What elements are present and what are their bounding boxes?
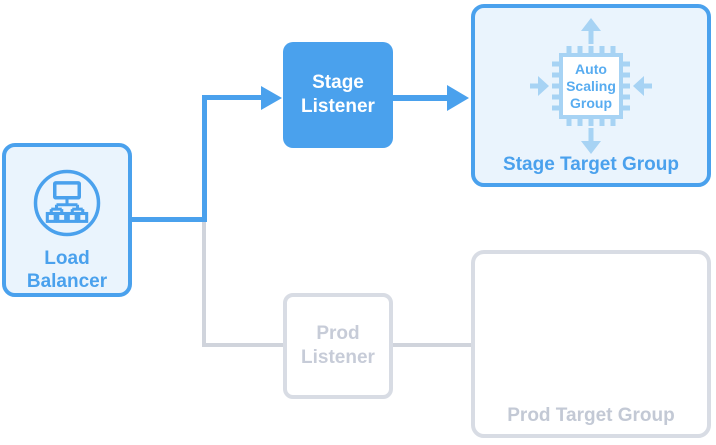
load-balancer-icon [32,168,102,238]
auto-scaling-group-icon: Auto Scaling Group [506,17,676,155]
node-stage-target-group: Auto Scaling Group Stage Target Group [471,4,711,187]
connector-to-prod-listener [202,343,283,347]
connector-to-stage-listener [202,95,262,100]
prod-target-group-label: Prod Target Group [507,405,675,426]
connector-junction-up [202,95,207,222]
auto-scaling-group-label: Auto Scaling Group [566,60,616,111]
node-prod-target-group: Prod Target Group [471,250,711,438]
load-balancer-label: Load Balancer [26,248,108,292]
node-stage-listener: Stage Listener [283,42,393,148]
arrowhead-stage-listener [261,86,282,110]
connector-stage-listener-to-target [393,95,447,101]
connector-prod-listener-to-target [393,343,471,347]
prod-listener-label: Prod Listener [301,323,375,368]
connector-lb-to-junction [132,217,207,222]
connector-junction-down [202,222,206,347]
arrowhead-stage-target-group [447,85,469,111]
stage-listener-label: Stage Listener [301,72,375,117]
stage-target-group-label: Stage Target Group [503,154,679,175]
node-load-balancer: Load Balancer [2,143,132,297]
node-prod-listener: Prod Listener [283,293,393,399]
